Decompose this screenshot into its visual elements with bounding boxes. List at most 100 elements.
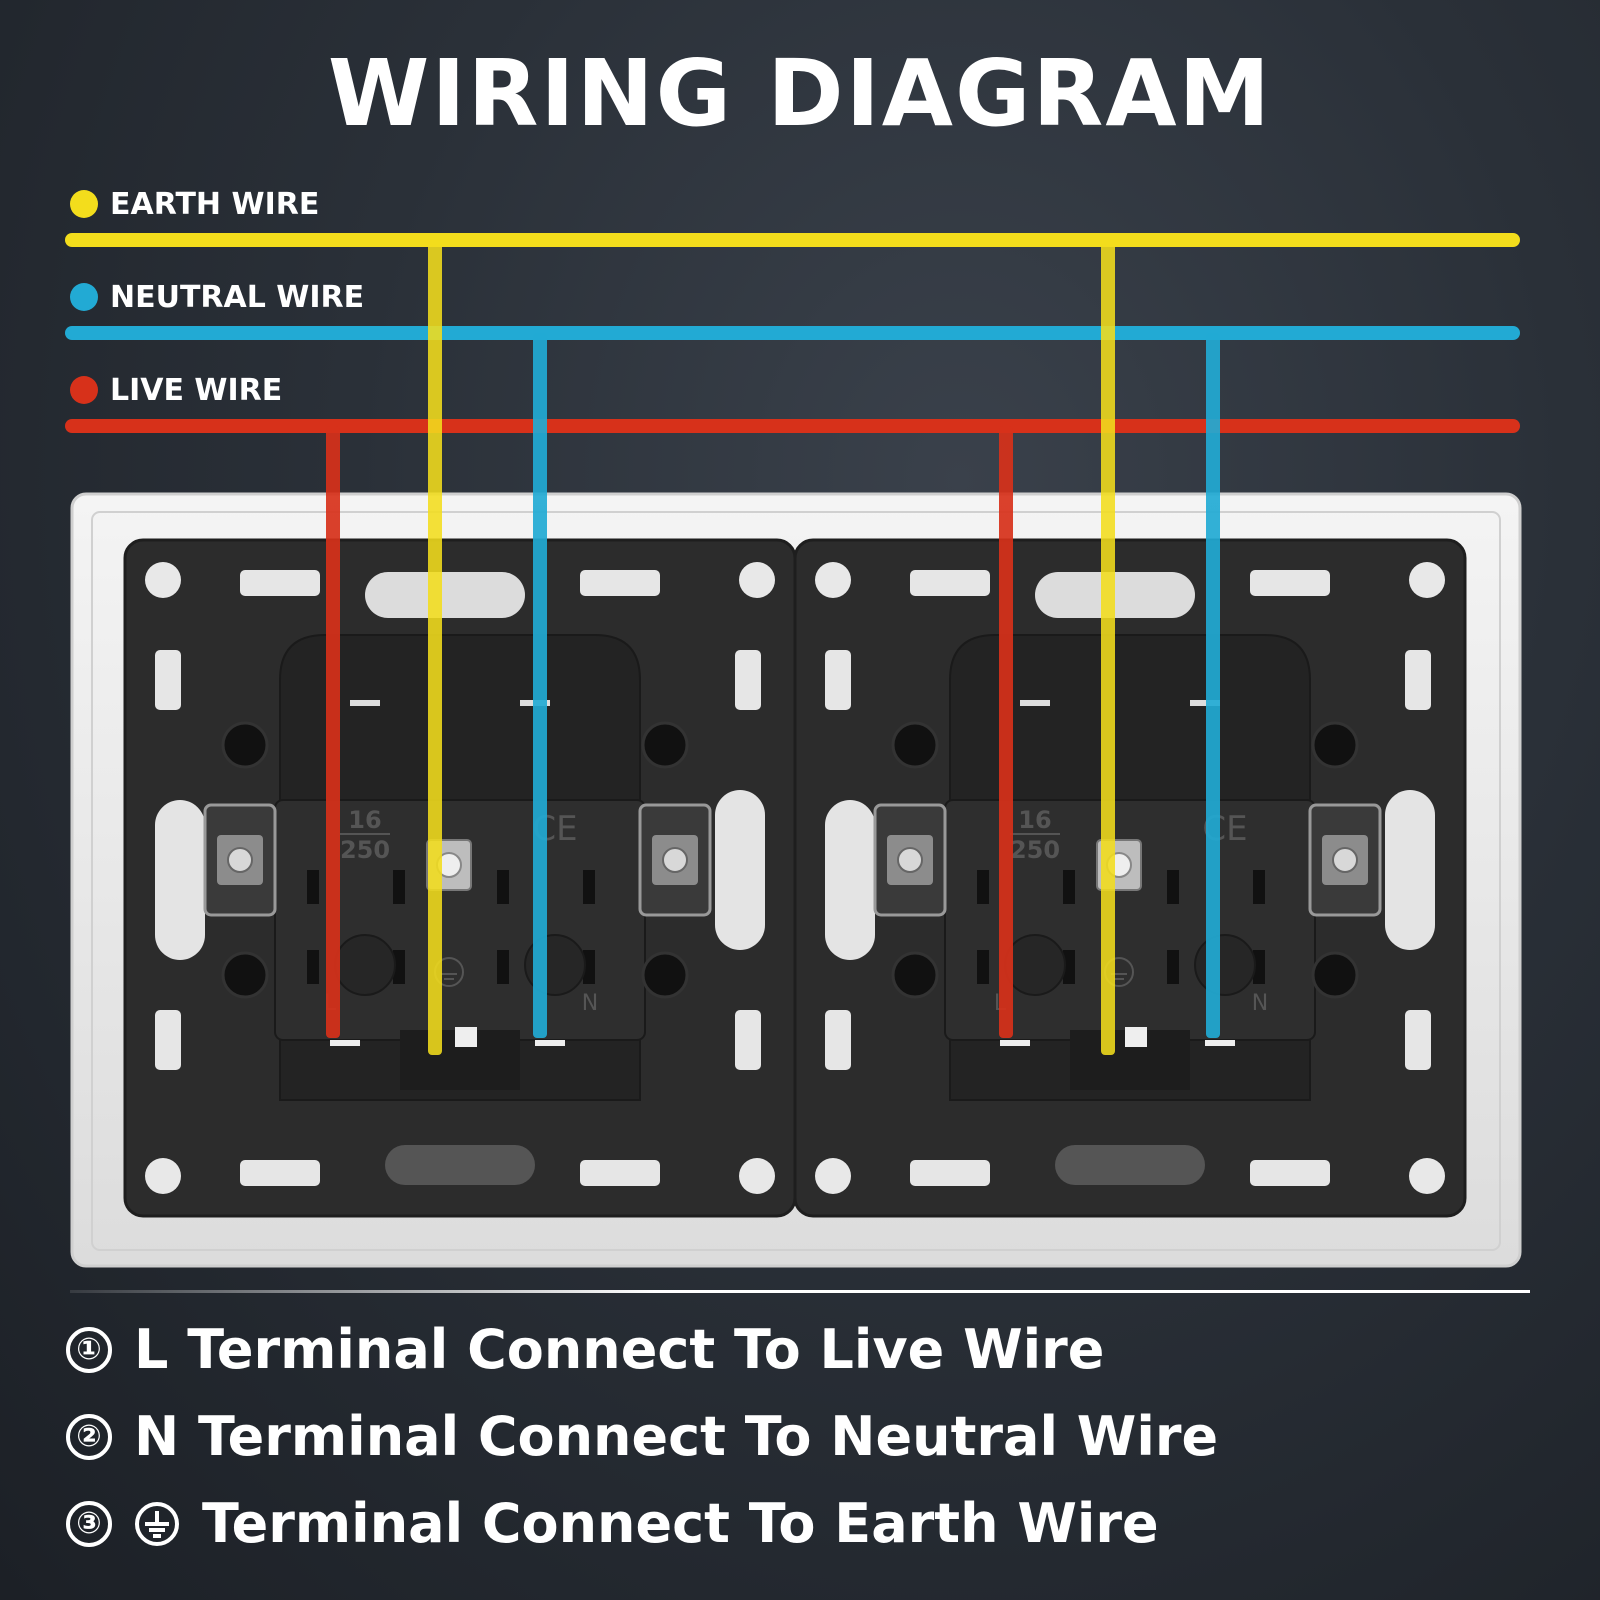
- socket-module-2: 16250CELN: [793, 538, 1467, 1218]
- mounting-slot: [825, 1010, 851, 1070]
- screw-hole: [1409, 562, 1445, 598]
- contact-slot: [583, 950, 595, 984]
- mounting-slot: [155, 650, 181, 710]
- divider: [70, 1290, 1530, 1293]
- clamp-screw: [227, 847, 253, 873]
- fixing-screw: [891, 951, 939, 999]
- legend-earth: EARTH WIRE: [70, 186, 319, 222]
- live-drop-wire-1: [326, 426, 340, 1038]
- live-drop-wire-2: [999, 426, 1013, 1038]
- live-dot-icon: [70, 376, 98, 404]
- mounting-slot: [1405, 1010, 1431, 1070]
- contact-slot: [583, 870, 595, 904]
- screw-hole: [739, 562, 775, 598]
- legend-earth-label: EARTH WIRE: [110, 186, 320, 222]
- earth-dot-icon: [70, 190, 98, 218]
- mounting-slot: [155, 1010, 181, 1070]
- contact-slot: [393, 950, 405, 984]
- clamp-screw: [662, 847, 688, 873]
- screw-hole: [739, 1158, 775, 1194]
- mounting-slot: [735, 1010, 761, 1070]
- contact-slot: [1063, 950, 1075, 984]
- socket-frame-inner: [91, 511, 1501, 1251]
- contact-slot: [393, 870, 405, 904]
- screw-hole: [145, 562, 181, 598]
- contact-slot: [977, 950, 989, 984]
- rating-voltage: 250: [1010, 836, 1060, 864]
- instruction-2-text: N Terminal Connect To Neutral Wire: [134, 1405, 1219, 1468]
- legend-live-label: LIVE WIRE: [110, 372, 283, 408]
- number-2: ②: [66, 1413, 112, 1460]
- rating-voltage: 250: [340, 836, 390, 864]
- neutral-drop-wire-2: [1206, 333, 1220, 1038]
- side-cutout: [1385, 790, 1435, 950]
- fixing-screw: [891, 721, 939, 769]
- pin-hole: [334, 934, 396, 996]
- oval-cutout: [365, 572, 525, 618]
- fixing-screw: [641, 721, 689, 769]
- instruction-1-text: L Terminal Connect To Live Wire: [134, 1318, 1105, 1381]
- mounting-slot: [580, 570, 660, 596]
- fixing-screw: [221, 721, 269, 769]
- terminal-contact: [1125, 1027, 1147, 1047]
- side-cutout: [715, 790, 765, 950]
- number-3: ③: [66, 1500, 112, 1547]
- fixing-screw: [1311, 951, 1359, 999]
- terminal-contact: [1205, 1040, 1235, 1046]
- screw-hole: [145, 1158, 181, 1194]
- contact-slot: [1167, 950, 1179, 984]
- mounting-slot: [1250, 1160, 1330, 1186]
- terminal-label-n: N: [1252, 991, 1268, 1016]
- fixing-screw: [641, 951, 689, 999]
- number-1: ①: [66, 1326, 112, 1373]
- clamp-screw: [897, 847, 923, 873]
- mounting-slot: [910, 570, 990, 596]
- mounting-slot: [910, 1160, 990, 1186]
- mounting-slot: [1405, 650, 1431, 710]
- mounting-slot: [1250, 570, 1330, 596]
- instruction-2: ② N Terminal Connect To Neutral Wire: [66, 1405, 1218, 1468]
- rating-current: 16: [1018, 806, 1051, 834]
- contact-slot: [1253, 950, 1265, 984]
- rating-current: 16: [348, 806, 381, 834]
- contact-slot: [1063, 870, 1075, 904]
- terminal-contact: [330, 1040, 360, 1046]
- instruction-1: ① L Terminal Connect To Live Wire: [66, 1318, 1104, 1381]
- oval-cutout: [1055, 1145, 1205, 1185]
- pin-hole: [1194, 934, 1256, 996]
- neutral-drop-wire-1: [533, 333, 547, 1038]
- live-wire-bus: [65, 419, 1520, 433]
- neutral-dot-icon: [70, 283, 98, 311]
- screw-hole: [815, 562, 851, 598]
- legend-neutral: NEUTRAL WIRE: [70, 279, 364, 315]
- earth-ground-icon: [135, 1501, 179, 1546]
- terminal-contact: [535, 1040, 565, 1046]
- terminal-contact: [1190, 700, 1220, 706]
- screw-hole: [815, 1158, 851, 1194]
- side-cutout: [155, 800, 205, 960]
- page-title: WIRING DIAGRAM: [327, 40, 1273, 147]
- socket-module-1: 16250CELN: [123, 538, 797, 1218]
- fixing-screw: [221, 951, 269, 999]
- mounting-slot: [580, 1160, 660, 1186]
- contact-slot: [307, 950, 319, 984]
- instruction-3-text: Terminal Connect To Earth Wire: [202, 1492, 1159, 1555]
- pin-hole: [1004, 934, 1066, 996]
- contact-slot: [977, 870, 989, 904]
- mounting-slot: [825, 650, 851, 710]
- contact-slot: [1167, 870, 1179, 904]
- terminal-contact: [350, 700, 380, 706]
- terminal-label-n: N: [582, 991, 598, 1016]
- side-cutout: [825, 800, 875, 960]
- earth-drop-wire-1: [428, 240, 442, 1055]
- oval-cutout: [385, 1145, 535, 1185]
- contact-slot: [307, 870, 319, 904]
- mounting-slot: [735, 650, 761, 710]
- earth-wire-bus: [65, 233, 1520, 247]
- terminal-contact: [1000, 1040, 1030, 1046]
- contact-slot: [497, 950, 509, 984]
- terminal-contact: [1020, 700, 1050, 706]
- mounting-slot: [240, 570, 320, 596]
- legend-neutral-label: NEUTRAL WIRE: [110, 279, 365, 315]
